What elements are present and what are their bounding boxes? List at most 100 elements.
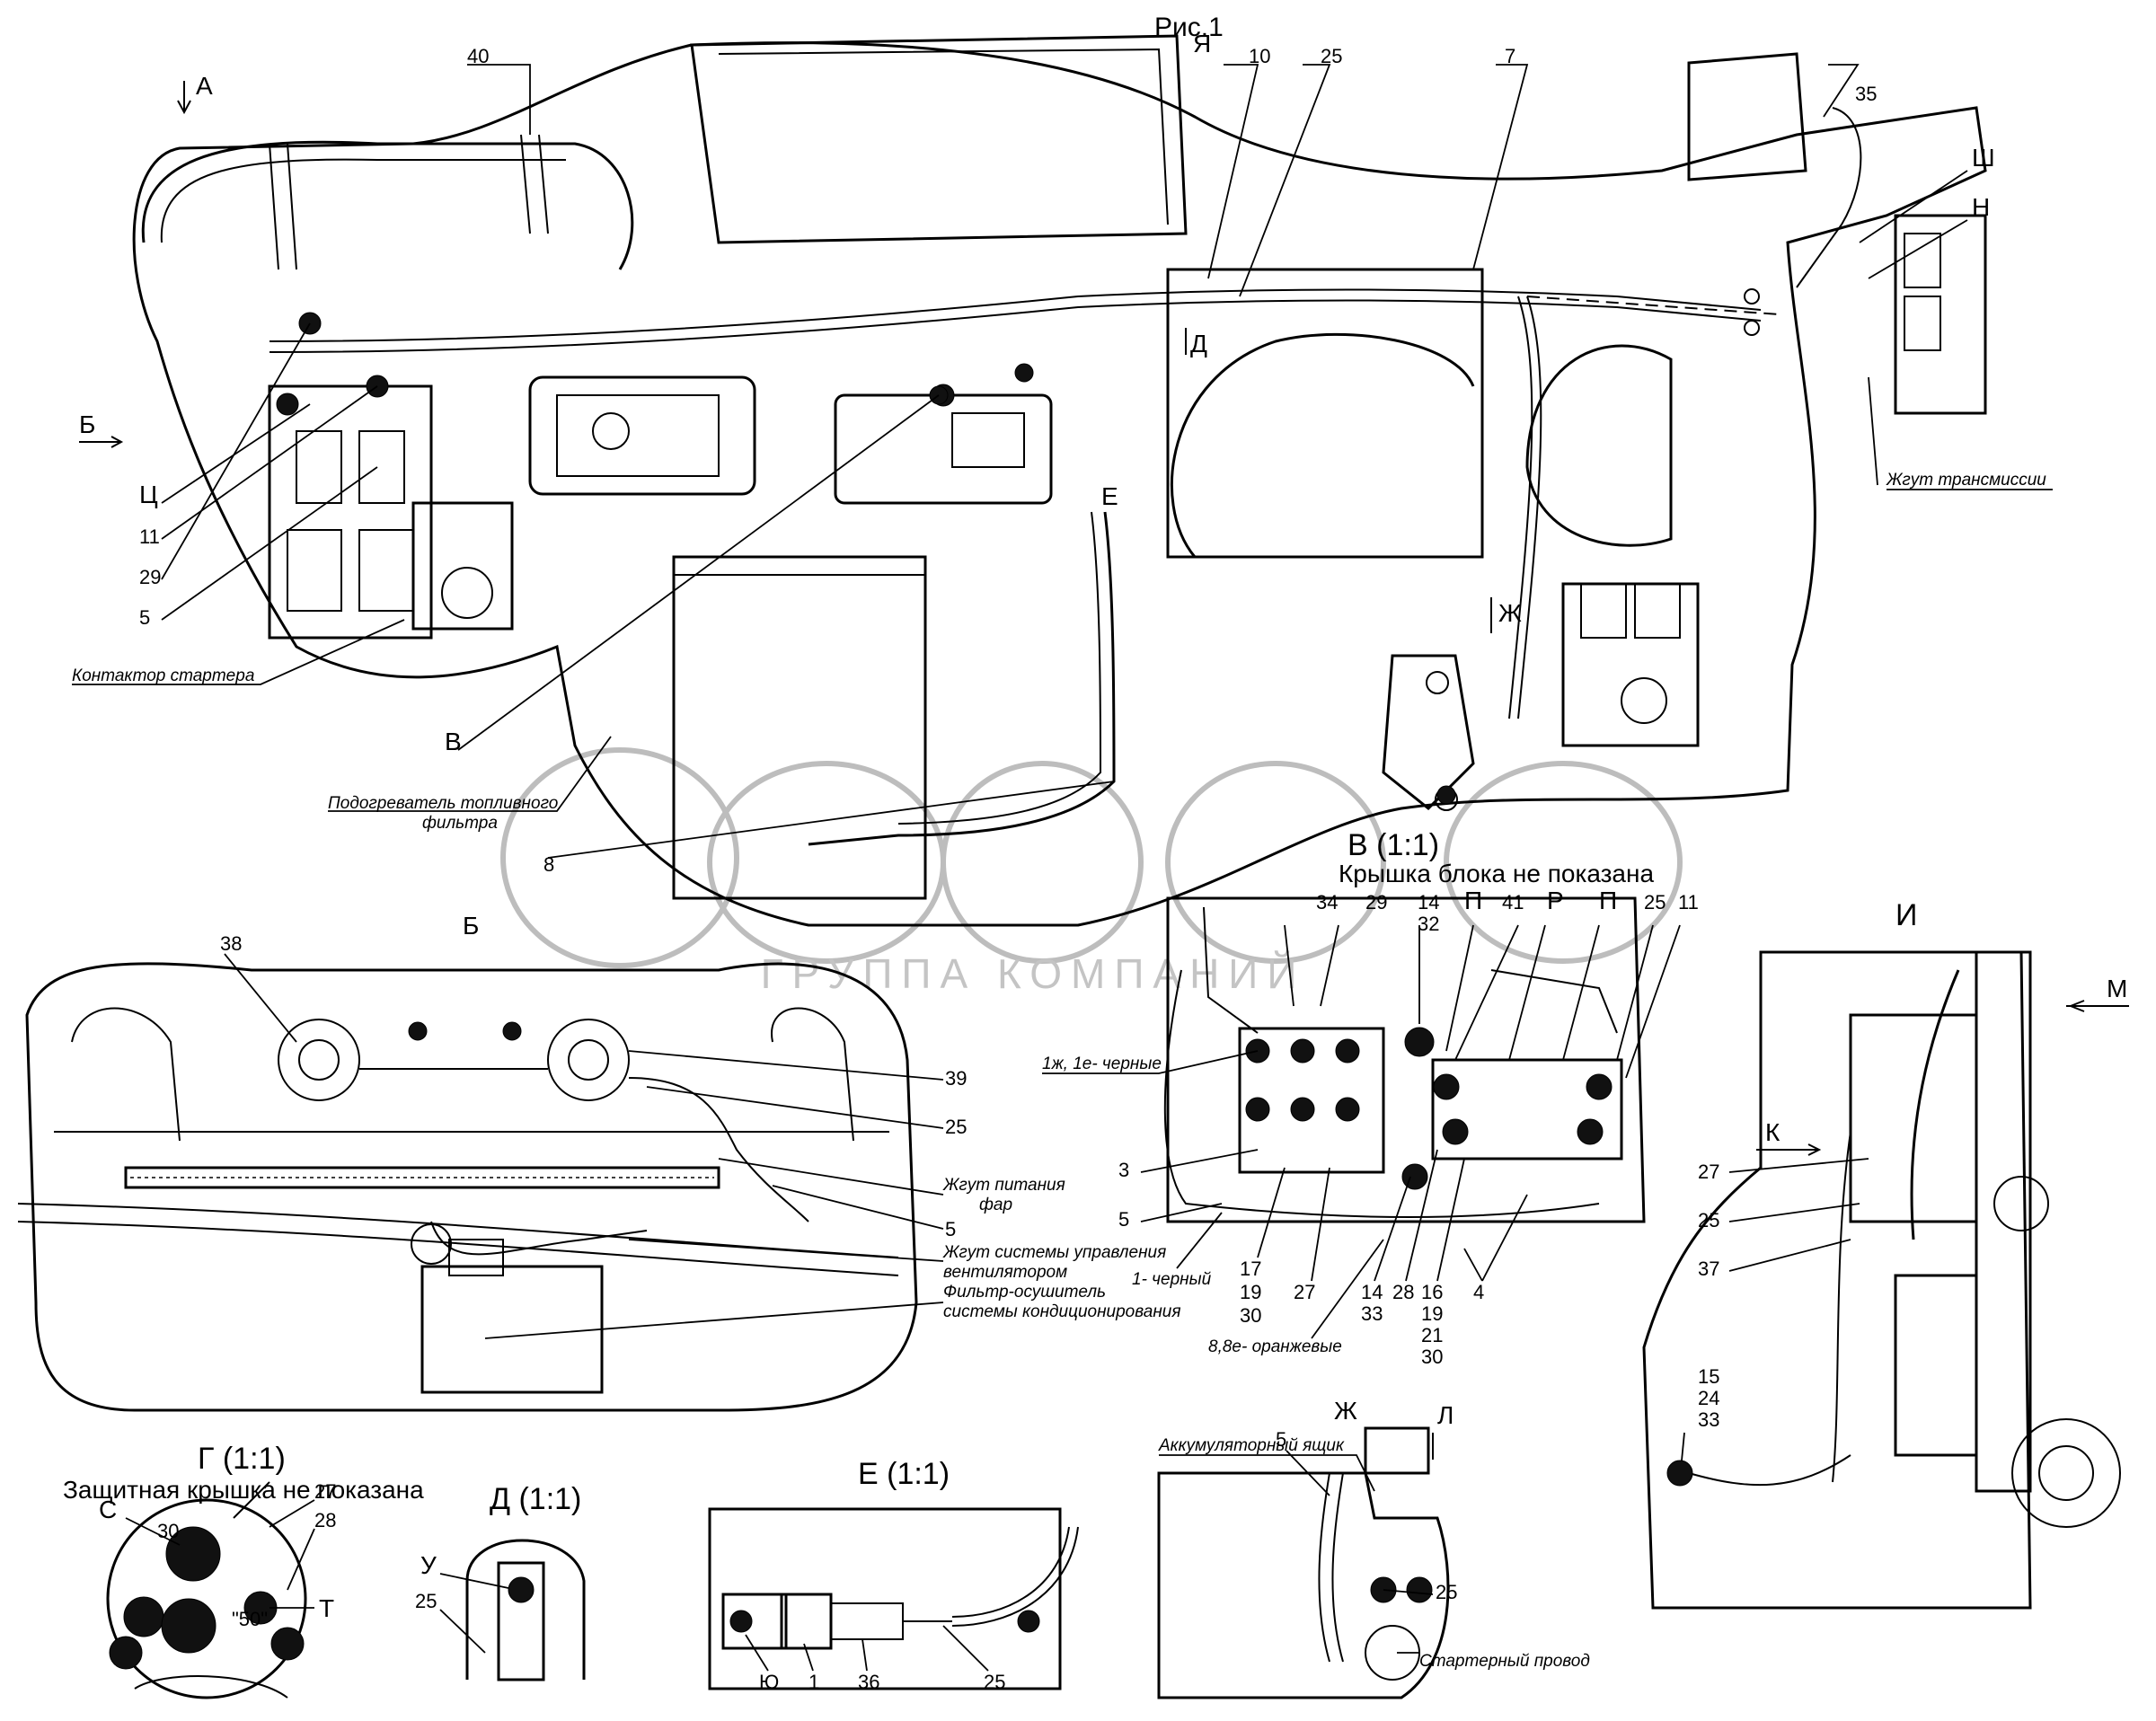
num-25-b: 25: [945, 1116, 967, 1138]
arrow-sh: Ш: [1972, 144, 1995, 172]
label-zhgut-sist-1: Жгут системы управления: [942, 1243, 1166, 1262]
num-33: 33: [1361, 1302, 1383, 1325]
num-19: 19: [1240, 1281, 1261, 1303]
num-25-g: 25: [415, 1590, 437, 1612]
num-25-e: 25: [1436, 1581, 1457, 1603]
arrow-d: Д: [1190, 330, 1207, 357]
label-zhgut-sist-2: вентилятором: [943, 1263, 1067, 1282]
num-25-c: 25: [1644, 891, 1666, 913]
num-10: 10: [1249, 45, 1270, 67]
view-b-radiator: 38 39 25 5 Жгут питания фар Жгут системы…: [17, 932, 1181, 1412]
num-8: 8: [543, 853, 554, 876]
num-41: 41: [1502, 891, 1524, 913]
num-14-b: 14: [1361, 1281, 1383, 1303]
num-27-b: 27: [1698, 1161, 1719, 1183]
num-19-b: 19: [1421, 1302, 1443, 1325]
arrow-zh: Ж: [1498, 599, 1522, 627]
num-14: 14: [1418, 891, 1439, 913]
num-33-b: 33: [1698, 1408, 1719, 1431]
arrow-m: М: [2107, 975, 2127, 1002]
label-wire-8: 8,8е- оранжевые: [1208, 1337, 1342, 1356]
num-37: 37: [1698, 1258, 1719, 1280]
num-36: 36: [858, 1671, 879, 1693]
num-21: 21: [1421, 1324, 1443, 1346]
num-27: 27: [1294, 1281, 1315, 1303]
view-e-sensor: Е (1:1) Ю 1 36 25: [708, 1457, 1079, 1693]
term-50: "50": [232, 1608, 268, 1630]
term-yu: Ю: [759, 1671, 779, 1693]
arrow-b-lower: Б: [463, 912, 479, 940]
num-30-b: 30: [1421, 1346, 1443, 1368]
arrow-k: К: [1765, 1118, 1780, 1146]
view-d-clamp: Д (1:1) У 25: [415, 1482, 586, 1681]
view-d-title: Д (1:1): [490, 1482, 581, 1516]
term-c: С: [99, 1496, 117, 1523]
num-11-b: 11: [1678, 891, 1699, 913]
num-30: 30: [1240, 1304, 1261, 1327]
view-v-title: В (1:1): [1348, 828, 1439, 862]
main-leaders: [161, 64, 1968, 859]
num-4: 4: [1473, 1281, 1484, 1303]
num-28: 28: [1392, 1281, 1414, 1303]
label-podogrevatel-1: Подогреватель топливного: [328, 794, 558, 813]
num-5-d: 5: [1276, 1428, 1286, 1451]
num-35: 35: [1855, 83, 1877, 105]
view-e-title: Е (1:1): [858, 1457, 950, 1491]
view-g-title: Г (1:1): [198, 1442, 286, 1476]
label-r: Р: [1547, 887, 1564, 914]
main-engine-view: [132, 34, 1987, 927]
num-29-b: 29: [1365, 891, 1387, 913]
view-v-note: Крышка блока не показана: [1339, 860, 1654, 887]
label-filtr-1: Фильтр-осушитель: [943, 1283, 1106, 1302]
term-t: Т: [319, 1594, 334, 1622]
label-filtr-2: системы кондиционирования: [943, 1302, 1181, 1321]
term-u: У: [420, 1551, 437, 1579]
view-g-terminal: Г (1:1) Защитная крышка не показана 30 "…: [63, 1442, 424, 1699]
num-5: 5: [139, 606, 150, 629]
num-16: 16: [1421, 1281, 1443, 1303]
arrow-l: Л: [1437, 1401, 1454, 1429]
figure-title: Рис.1: [1154, 13, 1224, 42]
num-25-d: 25: [1698, 1209, 1719, 1231]
main-labels: 40 10 25 7 35 11 29 5 8 Контактор старте…: [72, 45, 2053, 876]
label-p-2: П: [1599, 887, 1617, 914]
label-zhgut-pitaniya-1: Жгут питания: [942, 1176, 1065, 1195]
num-25-f: 25: [984, 1671, 1005, 1693]
label-wire-1zh: 1ж, 1е- черные: [1042, 1055, 1162, 1073]
num-40: 40: [467, 45, 489, 67]
num-39: 39: [945, 1067, 967, 1090]
num-11: 11: [139, 525, 160, 548]
label-kontaktor: Контактор стартера: [72, 666, 254, 685]
view-i-title: И: [1895, 898, 1917, 932]
arrow-b: Б: [79, 410, 95, 438]
num-17: 17: [1240, 1258, 1261, 1280]
num-5-c: 5: [1118, 1208, 1129, 1231]
num-28-b: 28: [314, 1509, 336, 1531]
view-v-relay-block: В (1:1) Крышка блока не показана 34 29 1…: [1042, 828, 1699, 1368]
label-zhgut-trans: Жгут трансмиссии: [1886, 471, 2046, 490]
arrow-e: Е: [1101, 482, 1118, 510]
arrow-ts: Ц: [139, 481, 158, 508]
label-podogrevatel-2: фильтра: [422, 814, 498, 833]
num-7: 7: [1505, 45, 1515, 67]
arrow-ya: Я: [1193, 30, 1211, 57]
view-i-side: И М К 27 25 37 15 24 33: [1642, 898, 2129, 1610]
num-38: 38: [220, 932, 242, 955]
label-zhgut-pitaniya-2: фар: [979, 1196, 1012, 1214]
num-29: 29: [139, 566, 161, 588]
view-arrows: А Б Б Д Ж Е Я Ш Н Ц В: [79, 30, 1995, 940]
num-25: 25: [1321, 45, 1342, 67]
num-24: 24: [1698, 1387, 1719, 1409]
view-g-note: Защитная крышка не показана: [63, 1476, 424, 1504]
num-34: 34: [1316, 891, 1338, 913]
label-starter: Стартерный провод: [1419, 1652, 1590, 1671]
arrow-n: Н: [1972, 193, 1990, 221]
num-32: 32: [1418, 913, 1439, 935]
num-15: 15: [1698, 1365, 1719, 1388]
view-zh-arrow: Ж: [1334, 1397, 1357, 1425]
view-zh-battery: Ж Аккумуляторный ящик Л 5 25 Стартерный …: [1157, 1397, 1590, 1699]
num-5-b: 5: [945, 1218, 956, 1240]
label-wire-1: 1- черный: [1132, 1270, 1212, 1289]
num-1: 1: [808, 1671, 819, 1693]
